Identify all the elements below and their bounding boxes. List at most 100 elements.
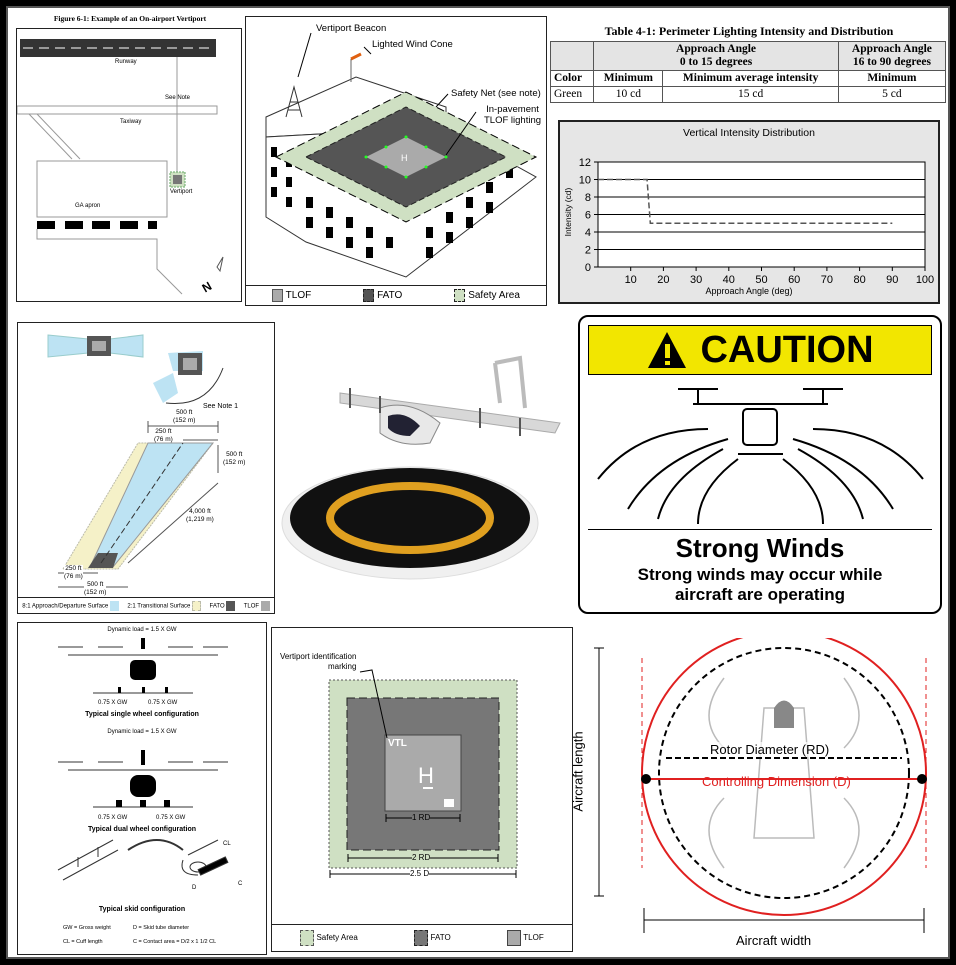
dim-text: (152 m) — [173, 416, 196, 424]
svg-text:H: H — [401, 153, 408, 163]
skid-caption: Typical skid configuration — [98, 906, 186, 913]
legend-tlof: TLOF — [507, 930, 544, 946]
x-tick-label: 60 — [788, 274, 800, 286]
dynamic-load-2: Dynamic load = 1.5 X GW — [107, 729, 177, 735]
label-line1: Vertiport identification — [279, 652, 357, 661]
tlof-lighting-line1: In-pavement — [486, 104, 539, 115]
see-note-label: See Note — [165, 95, 191, 101]
label-line2: marking — [328, 662, 357, 671]
top-half-width-label: 250 ft(76 m) — [154, 428, 173, 443]
dim-text: (1,219 m) — [186, 515, 214, 523]
y-tick-label: 6 — [585, 210, 591, 222]
single-wheel-caption: Typical single wheel configuration — [85, 711, 199, 718]
cell-minimum-2: 5 cd — [837, 86, 947, 103]
x-tick-label: 70 — [821, 274, 833, 286]
weight-label: 0.75 X GW — [156, 815, 186, 821]
header-minimum-2: Minimum — [837, 70, 947, 87]
h-marking: H — [418, 763, 434, 788]
definition: GW = Gross weight — [63, 925, 111, 931]
vertiport-marking-drawing — [328, 669, 518, 878]
dynamic-load-1: Dynamic load = 1.5 X GW — [107, 627, 177, 633]
dim-text: 500 ft — [176, 409, 193, 416]
aircraft-width-label: Aircraft width — [736, 933, 812, 948]
cell-min-avg: 15 cd — [662, 86, 839, 103]
legend-label: Safety Area — [316, 933, 358, 943]
x-tick-label: 10 — [625, 274, 637, 286]
approach-surface-drawing — [47, 334, 224, 588]
group1-line2: 0 to 15 degrees — [679, 56, 753, 68]
dual-wheel-caption: Typical dual wheel configuration — [88, 826, 196, 833]
caution-title: Strong Winds — [675, 533, 845, 563]
length-label: 4,000 ft(1,219 m) — [186, 508, 214, 523]
bottom-width-label: 500 ft(152 m) — [84, 581, 107, 596]
beacon-label: Vertiport Beacon — [316, 23, 387, 34]
taxiway-label: Taxiway — [120, 119, 142, 125]
caution-sign: CAUTION Strong Winds Strong winds may oc… — [578, 315, 942, 614]
legend-tlof: TLOF — [272, 289, 311, 302]
warning-triangle-icon — [648, 332, 687, 368]
height-label: 500 ft(152 m) — [223, 451, 245, 466]
legend-label: FATO — [430, 933, 451, 943]
y-tick-label: 4 — [585, 227, 591, 239]
x-tick-label: 50 — [755, 274, 767, 286]
dim-text: 500 ft — [87, 581, 104, 588]
cl-label: CL — [223, 841, 231, 847]
legend-transitional: 2:1 Transitional Surface — [127, 600, 202, 611]
dim-text: (152 m) — [223, 458, 246, 466]
legend-approach: 8:1 Approach/Departure Surface — [22, 600, 119, 611]
controlling-dimension-label: Controlling Dimension (D) — [702, 774, 851, 789]
legend-label: TLOF — [243, 603, 260, 610]
y-tick-label: 2 — [585, 245, 591, 257]
on-airport-vertiport-figure: Runway See Note Taxiway Vertiport GA apr… — [16, 28, 242, 302]
top-width-label: 500 ft(152 m) — [173, 409, 195, 424]
tlof-lighting-line2: TLOF lighting — [484, 114, 542, 126]
group2-line1: Approach Angle — [851, 43, 932, 55]
y-tick-label: 12 — [579, 157, 591, 169]
legend-tlof: TLOF — [243, 600, 270, 611]
legend-label: Safety Area — [468, 290, 520, 302]
legend-label: FATO — [209, 603, 225, 610]
dim-2-5d: 2.5 D — [410, 869, 430, 879]
legend-label: FATO — [377, 290, 403, 302]
dim-text: (152 m) — [84, 588, 107, 596]
y-tick-label: 0 — [585, 262, 591, 274]
safety-net-label: Safety Net (see note) — [451, 88, 541, 99]
definition: CL = Cuff length — [63, 939, 103, 945]
dim-text: 4,000 ft — [189, 508, 211, 515]
dim-text: 250 ft — [65, 565, 82, 572]
rooftop-vertiport-figure: H Vertiport Beacon Lighted Wind Cone Saf… — [245, 16, 547, 306]
wind-cone-label: Lighted Wind Cone — [372, 39, 453, 50]
weight-label: 0.75 X GW — [98, 700, 128, 706]
header-minimum: Minimum — [593, 70, 664, 87]
legend-safety-area: Safety Area — [300, 930, 358, 946]
x-tick-label: 30 — [690, 274, 702, 286]
chart-title: Vertical Intensity Distribution — [683, 127, 815, 139]
table-title: Table 4-1: Perimeter Lighting Intensity … — [604, 24, 894, 38]
x-tick-label: 20 — [657, 274, 669, 286]
d-label: D — [192, 885, 197, 891]
dim-text: (76 m) — [154, 435, 173, 443]
y-tick-label: 10 — [579, 175, 591, 187]
group1-line1: Approach Angle — [676, 43, 757, 55]
weight-label: 0.75 X GW — [98, 815, 128, 821]
rooftop-vertiport-drawing: H — [265, 32, 538, 278]
group2-line2: 16 to 90 degrees — [852, 56, 931, 68]
legend-fato: FATO — [414, 930, 451, 946]
controlling-dimension-diagram — [594, 638, 927, 933]
definition: D = Skid tube diameter — [133, 925, 190, 931]
collage-frame: Figure 6-1: Example of an On-airport Ver… — [6, 6, 950, 959]
approach-surface-figure: See Note 1 500 ft(152 m) 250 ft(76 m) 50… — [17, 322, 275, 614]
table-corner — [549, 41, 595, 71]
bottom-half-width-label: 250 ft(76 m) — [64, 565, 83, 580]
header-color: Color — [549, 70, 595, 87]
cell-minimum: 10 cd — [593, 86, 664, 103]
legend-safety-area: Safety Area — [454, 289, 520, 302]
caution-line2: aircraft are operating — [674, 585, 846, 604]
caution-header: CAUTION — [588, 325, 932, 375]
